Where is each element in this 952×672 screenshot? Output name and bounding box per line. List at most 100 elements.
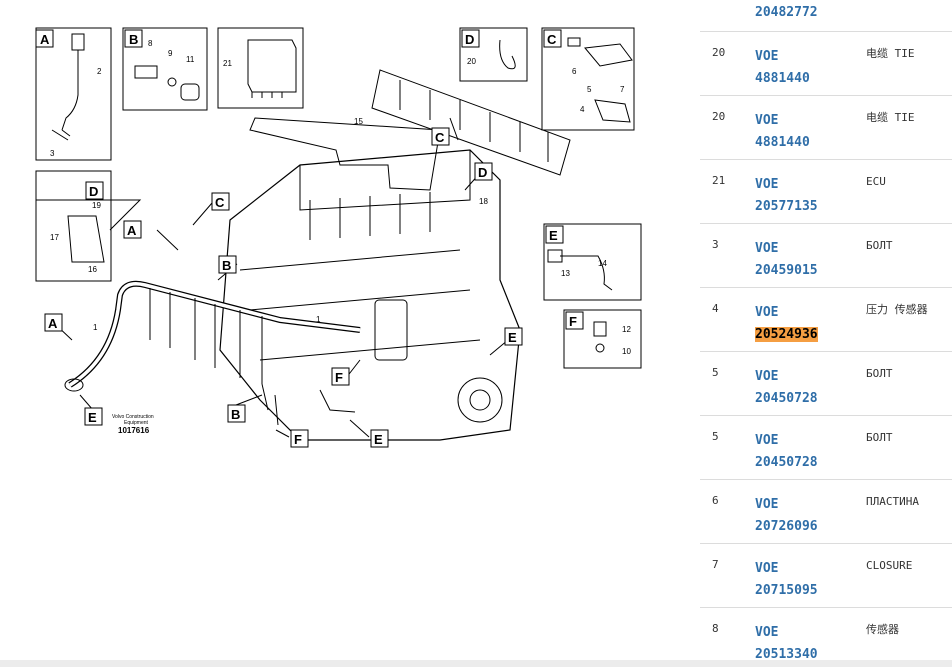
svg-text:5: 5 [587,85,592,94]
part-description: CLOSURE [866,559,913,572]
svg-text:17: 17 [50,233,59,242]
svg-text:D: D [465,32,474,47]
cover-rail [371,69,571,176]
svg-text:12: 12 [622,325,631,334]
detail-box-f [563,309,642,369]
part-description: БОЛТ [866,239,893,252]
detail-box-a [35,27,112,161]
svg-text:Volvo Construction: Volvo Construction [112,414,154,420]
svg-text:15: 15 [354,117,363,126]
letter-callouts: A B D C D C A B C D E F A E F E B [35,29,584,448]
svg-text:A: A [127,223,137,238]
position-number: 7 [712,558,719,571]
part-description: ПЛАСТИНА [866,495,919,508]
position-number: 5 [712,366,719,379]
bracket-15 [249,117,441,191]
svg-text:E: E [374,432,383,447]
svg-text:6: 6 [572,67,577,76]
svg-text:10: 10 [622,347,631,356]
position-number: 3 [712,238,719,251]
svg-text:4: 4 [580,105,585,114]
parts-diagram: A B D C D C A B C D E F A E F E B [35,27,642,448]
svg-text:18: 18 [479,197,488,206]
position-number: 8 [712,622,719,635]
horizontal-scrollbar[interactable] [0,660,952,667]
svg-text:B: B [129,32,138,47]
svg-text:C: C [547,32,557,47]
detail-box-d-left [35,170,112,282]
svg-text:B: B [231,407,240,422]
table-row: 20482772 [700,0,952,32]
number-callouts: 2 3 8 9 11 21 20 6 7 5 4 15 18 19 17 16 … [50,39,631,356]
svg-text:1017616: 1017616 [118,426,150,435]
svg-text:16: 16 [88,265,97,274]
part-description: 电缆 TIE [866,47,915,60]
svg-text:A: A [40,32,50,47]
svg-text:D: D [89,184,98,199]
svg-text:1: 1 [93,323,98,332]
svg-text:2: 2 [97,67,102,76]
detail-box-d [459,27,528,82]
svg-text:9: 9 [168,49,173,58]
svg-text:E: E [549,228,558,243]
svg-text:F: F [335,370,343,385]
detail-box-b [122,27,208,111]
svg-text:D: D [478,165,487,180]
detail-box-c [541,27,635,131]
part-description: 电缆 TIE [866,111,915,124]
svg-text:E: E [508,330,517,345]
svg-text:B: B [222,258,231,273]
position-number: 20 [712,110,726,123]
svg-text:C: C [435,130,445,145]
svg-text:11: 11 [186,55,195,64]
part-description: 压力 传感器 [866,303,928,316]
svg-text:3: 3 [50,149,55,158]
svg-text:1: 1 [316,315,321,324]
highlighted-part-number: 20524936 [755,327,818,342]
part-description: БОЛТ [866,367,893,380]
svg-text:21: 21 [223,59,232,68]
svg-text:13: 13 [561,269,570,278]
svg-text:F: F [569,314,577,329]
position-number: 4 [712,302,719,315]
svg-text:Equipment: Equipment [124,420,149,426]
part-description: 传感器 [866,623,899,636]
part-number-link[interactable]: 20482772 [755,5,818,20]
svg-text:14: 14 [598,259,607,268]
position-number: 20 [712,46,726,59]
svg-text:E: E [88,410,97,425]
position-number: 5 [712,430,719,443]
engine-block [219,149,521,441]
svg-text:F: F [294,432,302,447]
svg-text:8: 8 [148,39,153,48]
svg-text:A: A [48,316,58,331]
svg-text:20: 20 [467,57,476,66]
detail-box-ecu [217,27,304,109]
position-number: 21 [712,174,726,187]
diagram-caption: Volvo Construction Equipment 1017616 [112,414,154,435]
filter [374,299,408,361]
svg-text:C: C [215,195,225,210]
svg-text:7: 7 [620,85,625,94]
